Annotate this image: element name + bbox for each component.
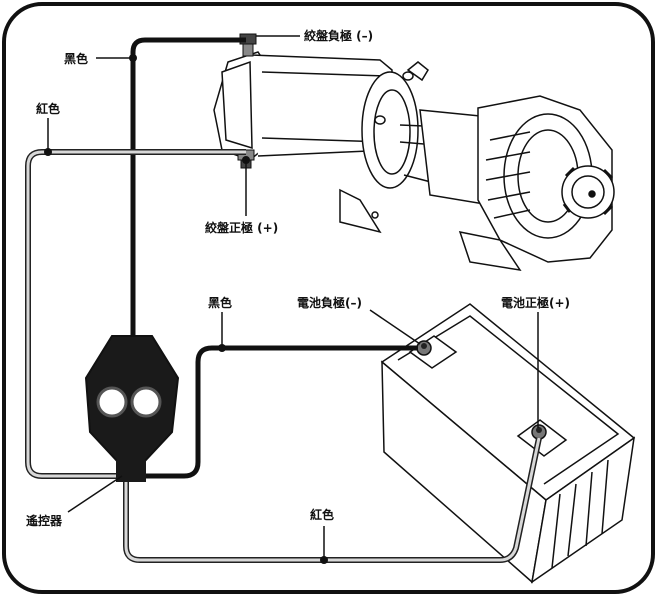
label-black-mid: 黑色 — [208, 296, 233, 310]
battery — [380, 303, 636, 584]
label-black-top: 黑色 — [64, 52, 89, 66]
black-wire-battery — [134, 345, 418, 479]
label-winch-positive: 絞盤正極 (+) — [205, 221, 279, 235]
remote-button-left — [96, 386, 128, 418]
battery-positive-terminal — [531, 424, 547, 440]
label-winch-negative: 絞盤負極 (–) — [304, 29, 374, 43]
label-red-left: 紅色 — [36, 102, 61, 116]
remote-button-right — [130, 386, 162, 418]
remote-control — [84, 335, 180, 482]
label-red-bottom: 紅色 — [310, 508, 335, 522]
label-battery-negative: 電池負極(–) — [297, 296, 362, 310]
label-battery-positive: 電池正極(+) — [501, 296, 571, 310]
leader-remote — [67, 475, 123, 513]
leader-battery-negative — [369, 309, 421, 345]
label-remote: 遙控器 — [26, 514, 63, 528]
winch — [213, 51, 615, 272]
black-wire-winch — [130, 37, 246, 338]
red-wire-winch — [26, 150, 246, 478]
